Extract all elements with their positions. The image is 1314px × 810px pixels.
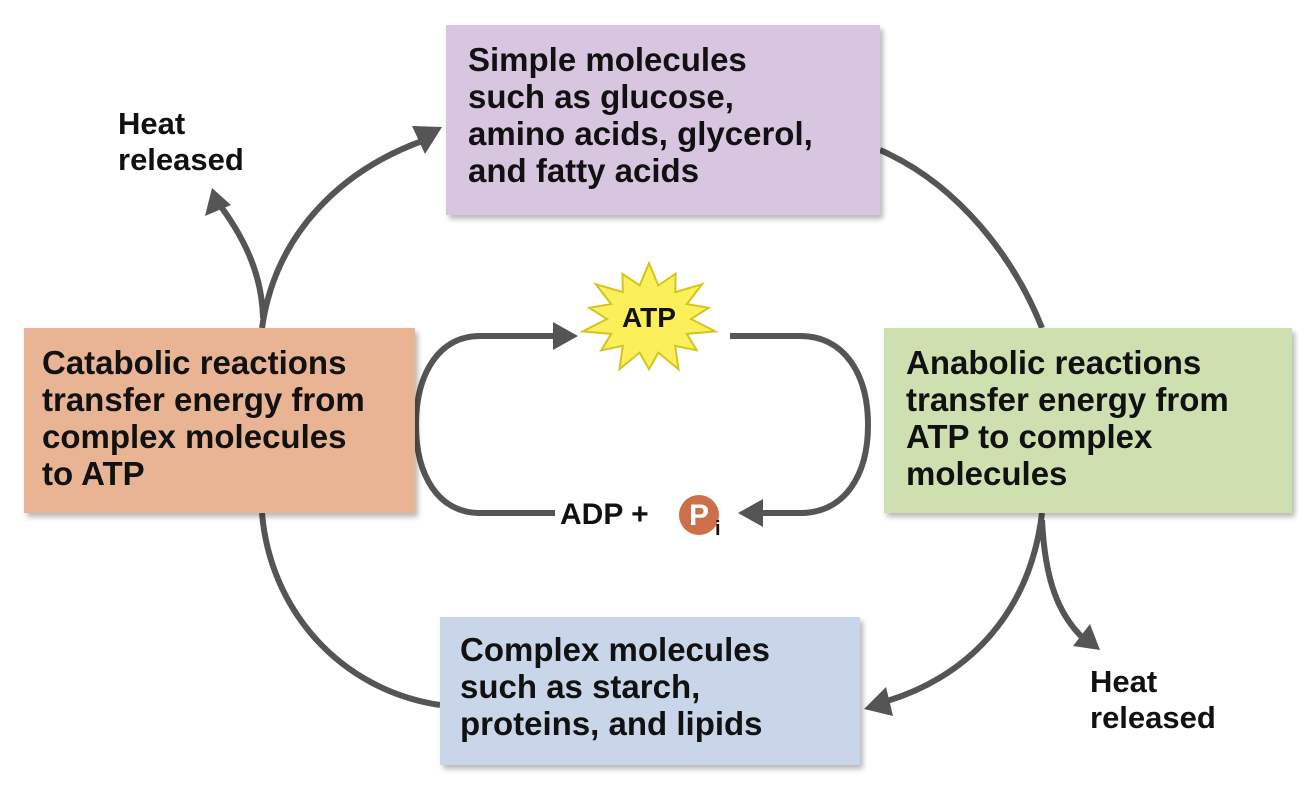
anabolic-box-line: Anabolic reactions	[906, 344, 1202, 381]
simple-box-line: such as glucose,	[468, 78, 734, 115]
heat-left-line: Heat	[118, 106, 186, 141]
simple-molecules-box: Simple molecules such as glucose, amino …	[446, 25, 880, 215]
arrowhead-simple	[412, 126, 442, 154]
catabolic-reactions-box: Catabolic reactions transfer energy from…	[24, 328, 415, 513]
catabolic-box-line: complex molecules	[42, 418, 347, 455]
heat-released-left: Heat released	[118, 106, 244, 178]
arrow-adp-to-atp	[412, 333, 560, 516]
arrow-heat-right	[1039, 519, 1088, 643]
catabolic-box-line: transfer energy from	[42, 381, 365, 418]
complex-box-line: proteins, and lipids	[460, 705, 763, 742]
anabolic-box-line: molecules	[906, 455, 1068, 492]
starburst-icon	[579, 260, 719, 372]
phosphate-circle-icon	[679, 495, 719, 535]
complex-box-line: such as starch,	[460, 668, 701, 705]
arrow-simple-to-anabolic	[878, 147, 1045, 330]
simple-box-line: Simple molecules	[468, 41, 747, 78]
catabolic-box-line: Catabolic reactions	[42, 344, 347, 381]
adp-label: ADP +	[560, 498, 649, 531]
arrowhead-heat-left	[205, 188, 231, 216]
phosphate-subscript: i	[715, 518, 721, 540]
anabolic-reactions-box: Anabolic reactions transfer energy from …	[884, 328, 1292, 513]
phosphate-letter: P	[688, 499, 709, 532]
heat-left-line: released	[118, 142, 244, 177]
complex-molecules-box: Complex molecules such as starch, protei…	[440, 617, 860, 765]
arrow-heat-left	[219, 206, 266, 319]
arrow-anabolic-to-complex	[879, 512, 1045, 706]
arrowhead-complex	[864, 687, 893, 716]
arrow-catabolic-to-simple	[259, 140, 425, 329]
catabolic-box-line: to ATP	[42, 455, 145, 492]
heat-right-line: released	[1090, 700, 1216, 735]
simple-box-line: amino acids, glycerol,	[468, 115, 813, 152]
heat-released-right: Heat released	[1090, 664, 1216, 736]
arrow-complex-to-catabolic	[259, 512, 441, 708]
heat-right-line: Heat	[1090, 664, 1158, 699]
simple-box-line: and fatty acids	[468, 152, 700, 189]
arrowhead-heat-right	[1073, 624, 1100, 650]
anabolic-box-line: transfer energy from	[906, 381, 1229, 418]
anabolic-box-line: ATP to complex	[906, 418, 1153, 455]
arrowhead-adp	[738, 499, 763, 527]
arrow-atp-to-adp	[730, 333, 872, 516]
complex-box-line: Complex molecules	[460, 631, 770, 668]
arrowhead-atp	[553, 322, 578, 350]
atp-label: ATP	[622, 302, 676, 333]
